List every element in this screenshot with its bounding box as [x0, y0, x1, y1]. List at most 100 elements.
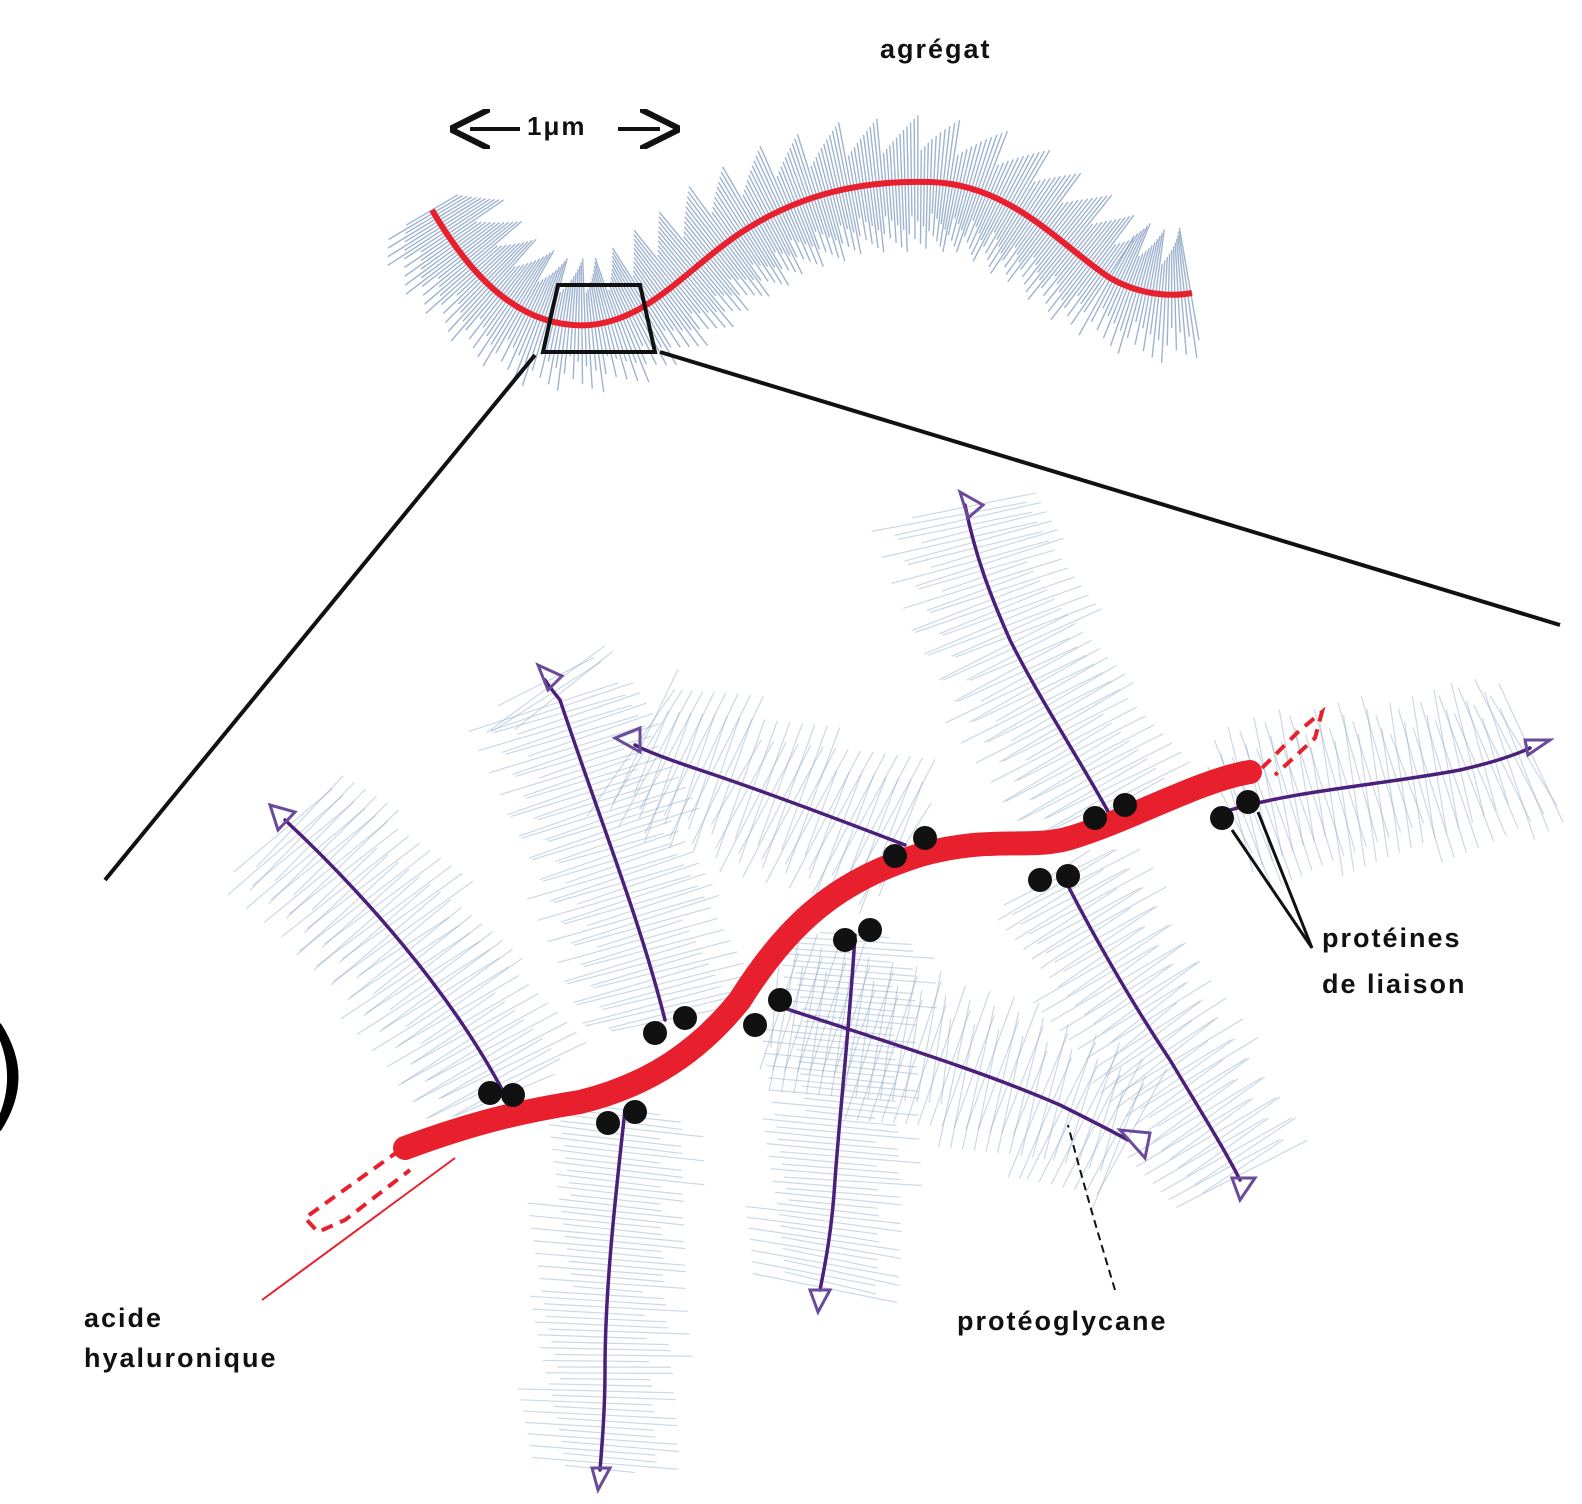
gag-chain — [561, 1211, 684, 1225]
gag-chain — [546, 1373, 673, 1374]
label-aggregate: agrégat — [880, 33, 992, 65]
gag-chain — [693, 717, 740, 853]
gag-chain — [577, 863, 699, 904]
gag-chain — [569, 1261, 687, 1271]
gag-chain — [1046, 886, 1167, 953]
gag-chain — [868, 962, 893, 1099]
gag-chain — [1390, 702, 1411, 847]
gag-chain — [859, 780, 910, 915]
gag-chain — [559, 1430, 656, 1438]
gag-chain — [1500, 708, 1548, 831]
link-protein — [768, 988, 792, 1012]
gag-chain — [554, 1354, 692, 1356]
label-scale: 1μm — [527, 111, 587, 142]
gag-chain — [789, 751, 860, 889]
link-protein — [883, 844, 907, 868]
gag-chain — [552, 1395, 676, 1400]
gag-chain — [535, 1322, 668, 1328]
gag-chain — [573, 964, 709, 1003]
gag-chain — [549, 1329, 690, 1334]
gag-chain — [669, 694, 738, 839]
label-link-proteins-1: protéines — [1322, 922, 1462, 954]
gag-bristle — [924, 146, 925, 226]
gag-chain — [1135, 1060, 1223, 1125]
gag-chain — [752, 1262, 876, 1286]
gag-chain — [720, 742, 786, 872]
gag-chain — [552, 1149, 660, 1163]
gag-chain — [565, 1158, 681, 1170]
gag-chain — [998, 849, 1117, 920]
gag-chain — [716, 741, 774, 848]
gag-chain — [782, 967, 803, 1092]
gag-chain — [537, 1266, 663, 1275]
gag-chain — [350, 925, 459, 997]
gag-chain — [1105, 998, 1226, 1076]
gag-chain — [564, 942, 696, 982]
gag-bristle — [578, 266, 580, 362]
label-proteoglycan: protéoglycane — [957, 1305, 1168, 1337]
gag-chain — [1091, 1076, 1145, 1213]
gag-chain — [367, 942, 480, 1013]
link-protein — [913, 826, 937, 850]
gag-chain — [1335, 741, 1354, 872]
gag-chain — [613, 690, 682, 803]
gag-chain — [1344, 715, 1366, 866]
gag-chain — [544, 1304, 688, 1312]
gag-bristle — [911, 123, 912, 217]
gag-chain — [882, 1000, 923, 1122]
zoom-line-left — [105, 355, 535, 880]
gag-chain — [398, 975, 519, 1045]
gag-chain — [518, 1389, 674, 1393]
gag-chain — [543, 1360, 649, 1361]
gag-bristle — [549, 286, 567, 384]
gag-chain — [357, 950, 490, 1035]
gag-chain — [976, 690, 1120, 763]
gag-chain — [750, 1239, 877, 1260]
gag-chain — [906, 1005, 946, 1124]
gag-chain — [645, 713, 691, 843]
gag-chain — [559, 1199, 661, 1211]
link-protein — [833, 928, 857, 952]
link-protein — [1236, 790, 1260, 814]
gag-chain — [539, 1279, 686, 1289]
gag-chain — [571, 1274, 665, 1282]
gag-bristle — [890, 145, 896, 243]
link-protein — [743, 1013, 767, 1037]
gag-chain — [774, 1115, 897, 1126]
gag-chain — [763, 1119, 898, 1133]
gag-chain — [542, 1291, 665, 1298]
gag-chain — [1398, 709, 1442, 863]
gag-chain — [1006, 869, 1103, 930]
gag-chain — [800, 1074, 897, 1084]
gag-bristle — [870, 127, 884, 252]
gag-chain — [520, 1400, 652, 1405]
edge-bracket-fragment: ) — [0, 1015, 29, 1135]
gag-bristle — [1150, 229, 1164, 334]
gag-bristle — [929, 139, 932, 231]
link-protein — [478, 1081, 502, 1105]
gag-chain — [557, 1418, 678, 1426]
gag-chain — [950, 1024, 974, 1148]
gag-chain — [974, 1030, 999, 1151]
gag-chain — [487, 646, 605, 733]
link-protein — [1083, 806, 1107, 830]
gag-chain — [518, 693, 640, 734]
gag-chain — [549, 1384, 652, 1386]
gag-bristle — [813, 162, 836, 241]
gag-chain — [917, 971, 941, 1102]
gag-chain — [1136, 1099, 1249, 1167]
gag-chain — [998, 1036, 1023, 1154]
gag-chain — [399, 1010, 515, 1085]
link-protein — [673, 1006, 697, 1030]
gag-bristle — [1167, 254, 1169, 346]
gag-bristle — [926, 143, 928, 249]
gag-chain — [566, 842, 685, 883]
gag-chain — [234, 789, 332, 872]
link-protein — [858, 918, 882, 942]
gag-bristle — [1179, 228, 1199, 340]
gag-chain — [767, 1144, 899, 1157]
gag-chain — [915, 538, 1063, 586]
gag-chain — [533, 1309, 645, 1315]
zoom-line-right — [660, 352, 1560, 625]
